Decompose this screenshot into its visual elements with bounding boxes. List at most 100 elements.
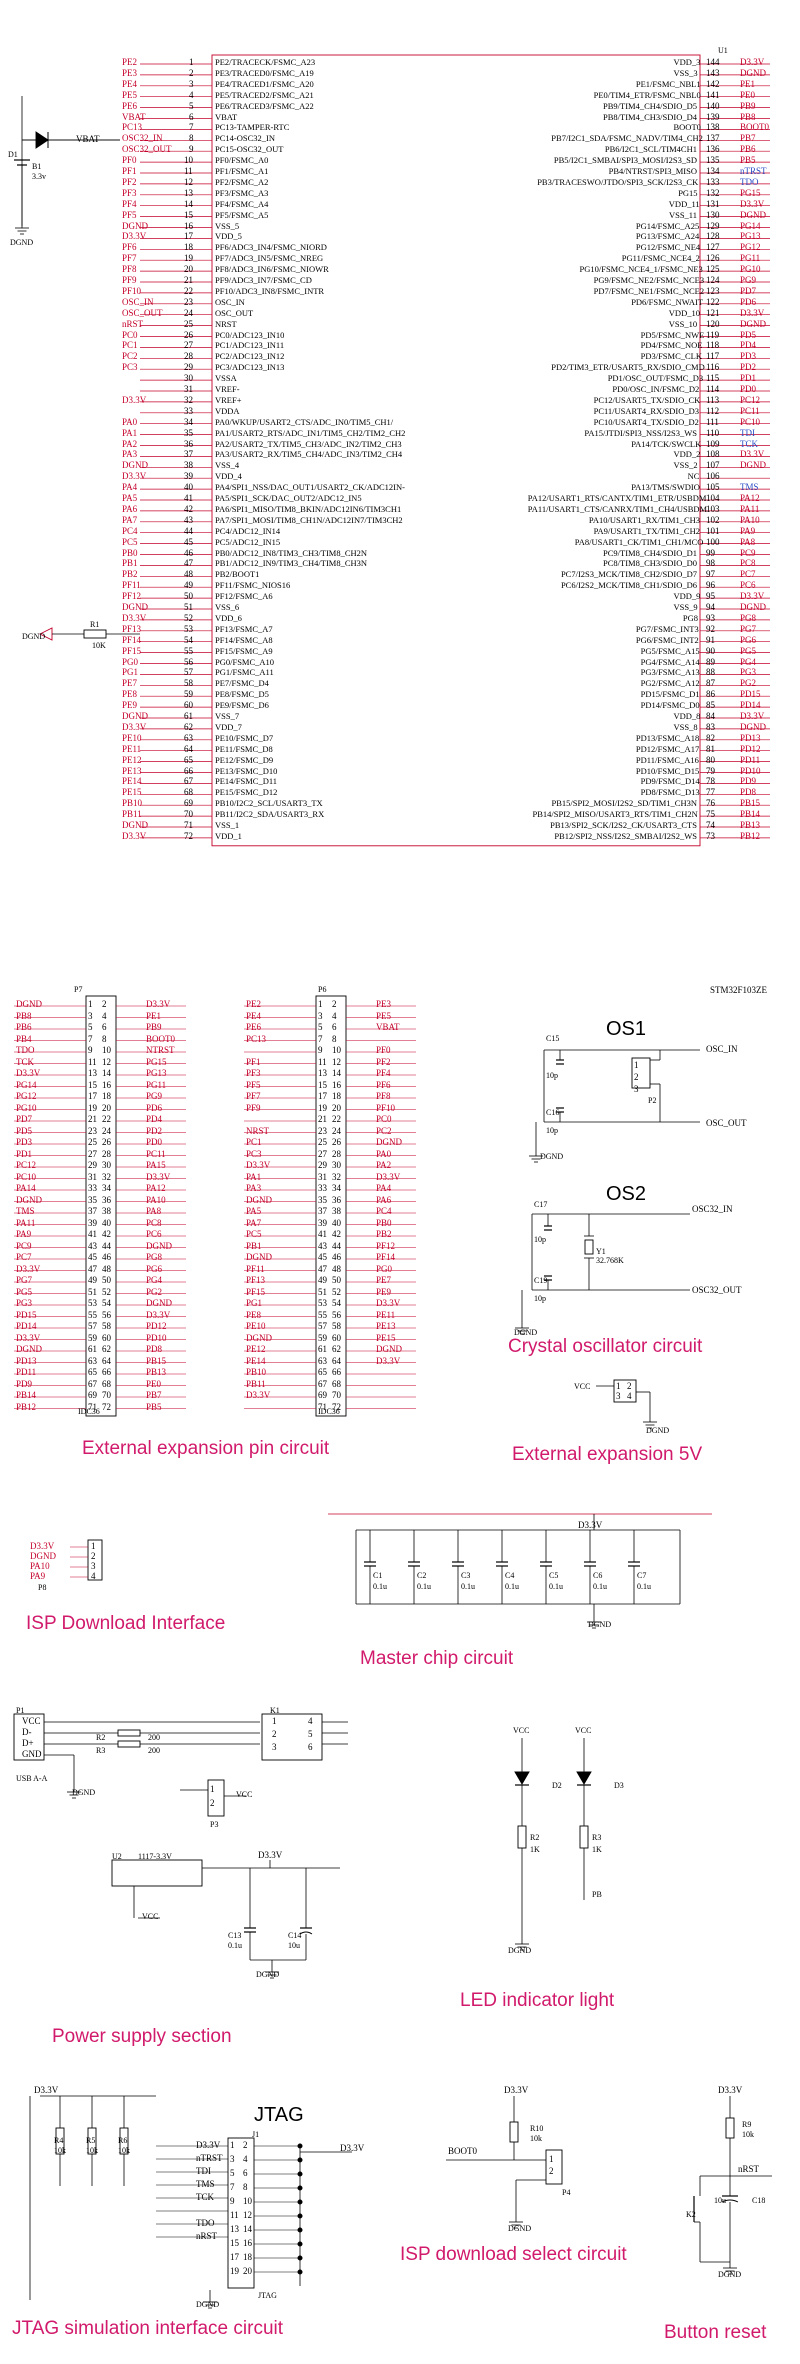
mcu-left-pin-number: 6 [189,111,194,122]
p6-pin-odd: 35 [318,1194,327,1205]
mcu-right-pin-function: PD1/OSC_OUT/FSMC_D3 [607,373,704,384]
mcu-left-pin-function: PC4/ADC12_IN14 [215,525,281,536]
isp-net: D3.3V [30,1541,55,1551]
p7-pin-odd: 19 [88,1102,97,1113]
mcu-left-pin-number: 8 [189,133,194,144]
mcu-right-net: D3.3V [740,591,765,602]
p7-left-net: PG12 [16,1091,37,1101]
mcu-left-pin-function: PE11/FSMC_D8 [215,743,273,754]
jtag-title: JTAG [254,2104,304,2126]
mcu-right-pin-number: 81 [706,743,715,754]
p7-left-net: PD5 [16,1125,33,1136]
mcu-left-net: D3.3V [122,231,147,242]
mcu-left-pin-number: 62 [184,721,193,732]
p6-left-net: PE2 [246,999,262,1009]
p7-left-net: TCK [16,1056,34,1067]
led-d2: D2 [552,1781,562,1790]
mcu-right-net: PB6 [740,144,756,155]
p7-pin-odd: 1 [88,999,93,1009]
mcu-left-pin-number: 5 [189,100,194,111]
mcu-left-pin-number: 37 [184,449,193,460]
osc1-pin3: 3 [634,1084,639,1094]
p6-pin-odd: 31 [318,1171,327,1182]
caption-jtag: JTAG simulation interface circuit [12,2318,284,2339]
p7-pin-odd: 71 [88,1401,97,1412]
usb-p3: P3 [210,1820,219,1829]
mcu-right-net: PG3 [740,667,757,678]
p7-left-net: D3.3V [16,1068,41,1078]
p6-pin-odd: 33 [318,1183,327,1193]
osc1-p2-body [631,1057,651,1089]
mcu-left-pin-number: 13 [184,187,193,198]
reset-r9: R9 [742,2120,752,2129]
p7-left-net: PB8 [16,1010,32,1021]
mcu-right-pin-function: PG15 [678,187,698,198]
p7-pin-odd: 69 [88,1390,97,1400]
led-resistor-body [579,1825,589,1849]
p7-left-net: PC12 [16,1160,37,1170]
p6-pin-even: 6 [332,1022,337,1032]
mcu-right-pin-number: 80 [706,754,715,765]
p7-right-net: PC6 [146,1229,162,1239]
p7-right-net: PD8 [146,1344,163,1354]
mcu-left-pin-number: 50 [184,591,193,602]
caption-ext5v: External expansion 5V [512,1444,703,1465]
mcu-left-net: PC0 [122,329,138,340]
p6-left-net: PG1 [246,1298,263,1308]
p7-right-net: PG15 [146,1056,167,1067]
p7-left-net: PC9 [16,1240,32,1251]
isp-net: PA10 [30,1561,50,1571]
ispsel-r10-val: 10k [530,2134,542,2143]
mcu-right-pin-number: 125 [706,264,720,275]
p6-pin-odd: 57 [318,1321,327,1331]
jtag-r6: R6 [118,2136,128,2145]
mcu-right-pin-number: 93 [706,612,715,623]
mcu-left-pin-function: PA4/SPI1_NSS/DAC_OUT1/USART2_CK/ADC12IN- [215,482,405,493]
p6-pin-odd: 55 [318,1309,327,1320]
led-vcc-1: VCC [513,1726,530,1735]
power-regulator [111,1859,203,1887]
osc2-title: OS2 [606,1183,647,1205]
mcu-left-pin-function: PA0/WKUP/USART2_CTS/ADC_IN0/TIM5_CH1/ [215,416,394,427]
reset-r9-body [725,2117,735,2139]
mcu-left-net: PF6 [122,242,137,253]
osc1-in-net: OSC_IN [706,1044,738,1054]
mcu-right-net: PB7 [740,133,756,144]
mcu-right-net: DGND [740,721,766,732]
mcu-right-pin-number: 104 [706,493,720,503]
mcu-left-net: PE9 [122,700,138,711]
p6-pin-odd: 27 [318,1148,327,1159]
p6-pin-even: 34 [332,1183,341,1193]
mcu-right-pin-number: 136 [706,144,720,155]
osc1-c16-val: 10p [546,1126,558,1135]
usb-connector [13,1713,45,1761]
mcu-right-net: PA8 [740,536,756,547]
mcu-right-pin-function: VSS_8 [673,721,698,732]
r1-gnd: DGND [22,632,46,641]
mcu-left-net: PF7 [122,253,137,264]
jtag-pin-even: 8 [243,2182,248,2192]
mcu-right-pin-number: 113 [706,394,720,405]
jtag-pin-even: 12 [243,2210,252,2220]
p6-right-net: D3.3V [376,1355,401,1366]
mcu-left-net: PE10 [122,732,142,743]
mcu-right-pin-function: VDD_8 [673,711,701,721]
mcu-left-net: PA7 [122,514,138,525]
mcu-left-pin-function: PF6/ADC3_IN4/FSMC_NIORD [215,242,327,253]
usb-p1: P1 [16,1706,25,1715]
mcu-right-pin-function: VSS_9 [673,602,698,612]
p7-ref: P7 [74,985,83,994]
mcu-left-pin-function: PC3/ADC123_IN13 [215,362,285,373]
p7-left-net: PB12 [16,1401,37,1412]
mcu-left-pin-function: VREF- [215,384,240,394]
p7-left-net: PD11 [16,1367,37,1377]
p6-left-net: PF1 [246,1056,261,1067]
jtag-pin-odd: 5 [230,2168,235,2178]
p6-pin-even: 22 [332,1114,341,1124]
jtag-pin-odd: 11 [230,2210,239,2220]
p6-pin-odd: 37 [318,1206,327,1216]
mcu-left-pin-number: 25 [184,318,193,329]
p6-pin-even: 36 [332,1194,341,1205]
mcu-left-pin-number: 61 [184,711,193,721]
mcu-left-net: PF15 [122,645,142,656]
